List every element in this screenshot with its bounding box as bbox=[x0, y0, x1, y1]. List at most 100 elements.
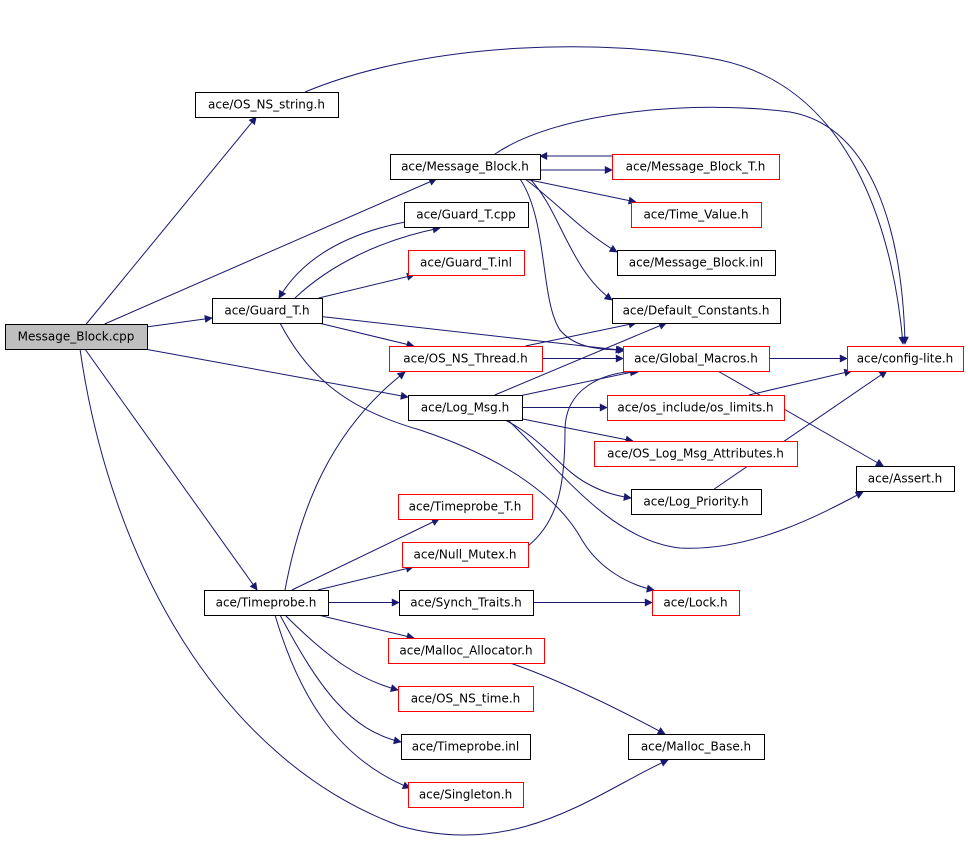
node-null-mutex-h[interactable]: ace/Null_Mutex.h bbox=[402, 542, 529, 568]
node-box[interactable] bbox=[612, 298, 781, 324]
edge-log-msg-h-to-assert-h bbox=[507, 419, 864, 549]
node-label: ace/Timeprobe_T.h bbox=[409, 500, 522, 514]
node-box[interactable] bbox=[399, 590, 534, 616]
node-message-block-inl[interactable]: ace/Message_Block.inl bbox=[617, 250, 776, 276]
node-box[interactable] bbox=[631, 489, 762, 515]
node-timeprobe-t-h[interactable]: ace/Timeprobe_T.h bbox=[398, 494, 533, 520]
edge-timeprobe-h-to-timeprobe-t-h bbox=[291, 518, 440, 591]
node-os-limits-h[interactable]: ace/os_include/os_limits.h bbox=[607, 395, 785, 421]
node-message-block-t-h[interactable]: ace/Message_Block_T.h bbox=[612, 154, 780, 180]
node-box[interactable] bbox=[388, 638, 545, 664]
edge-guard-t-h-to-os-ns-thread-h bbox=[318, 322, 415, 349]
node-box[interactable] bbox=[212, 298, 323, 324]
node-config-lite-h[interactable]: ace/config-lite.h bbox=[847, 346, 964, 372]
node-box[interactable] bbox=[195, 92, 339, 118]
node-label: ace/Timeprobe.inl bbox=[412, 740, 519, 754]
edge-log-msg-h-to-global-macros-h bbox=[521, 368, 638, 396]
node-singleton-h[interactable]: ace/Singleton.h bbox=[408, 782, 524, 808]
node-label: ace/Null_Mutex.h bbox=[414, 548, 517, 562]
node-time-value-h[interactable]: ace/Time_Value.h bbox=[631, 202, 762, 228]
node-os-ns-string-h[interactable]: ace/OS_NS_string.h bbox=[195, 92, 339, 118]
node-guard-t-inl[interactable]: ace/Guard_T.inl bbox=[408, 250, 525, 276]
edge-os-limits-h-to-config-lite-h bbox=[748, 368, 853, 396]
edge-message-block-cpp-to-message-block-h bbox=[104, 178, 438, 325]
node-label: ace/Malloc_Base.h bbox=[641, 740, 751, 754]
node-label: ace/Global_Macros.h bbox=[634, 352, 758, 366]
node-box[interactable] bbox=[612, 154, 780, 180]
edge-guard-t-cpp-to-guard-t-h bbox=[278, 221, 406, 299]
node-box[interactable] bbox=[631, 202, 762, 228]
node-label: ace/Synch_Traits.h bbox=[410, 596, 521, 610]
node-box[interactable] bbox=[408, 395, 523, 421]
node-os-log-msg-attributes-h[interactable]: ace/OS_Log_Msg_Attributes.h bbox=[594, 441, 798, 467]
node-malloc-allocator-h[interactable]: ace/Malloc_Allocator.h bbox=[388, 638, 545, 664]
node-box[interactable] bbox=[623, 346, 770, 372]
edge-guard-t-h-to-guard-t-cpp bbox=[294, 225, 441, 299]
node-label: ace/config-lite.h bbox=[857, 352, 954, 366]
node-label: ace/Assert.h bbox=[868, 472, 943, 486]
edge-message-block-cpp-to-guard-t-h bbox=[146, 314, 213, 328]
edge-log-priority-h-to-config-lite-h bbox=[713, 370, 888, 490]
node-box[interactable] bbox=[398, 686, 534, 712]
node-box[interactable] bbox=[856, 466, 955, 492]
node-label: ace/OS_NS_time.h bbox=[411, 692, 521, 706]
node-message-block-h[interactable]: ace/Message_Block.h bbox=[390, 154, 541, 180]
node-box[interactable] bbox=[390, 154, 541, 180]
node-timeprobe-inl[interactable]: ace/Timeprobe.inl bbox=[401, 734, 531, 760]
node-default-constants-h[interactable]: ace/Default_Constants.h bbox=[612, 298, 781, 324]
node-label: ace/Timeprobe.h bbox=[216, 596, 317, 610]
edge-log-msg-h-to-log-priority-h bbox=[504, 419, 632, 501]
node-box[interactable] bbox=[847, 346, 964, 372]
node-box[interactable] bbox=[594, 441, 798, 467]
node-assert-h[interactable]: ace/Assert.h bbox=[856, 466, 955, 492]
edge-log-msg-h-to-default-constants-h bbox=[494, 322, 667, 396]
edge-os-ns-thread-h-to-default-constants-h bbox=[525, 320, 637, 347]
node-guard-t-h[interactable]: ace/Guard_T.h bbox=[212, 298, 323, 324]
node-label: ace/Message_Block.h bbox=[401, 160, 529, 174]
node-os-ns-time-h[interactable]: ace/OS_NS_time.h bbox=[398, 686, 534, 712]
node-message-block-cpp[interactable]: Message_Block.cpp bbox=[5, 324, 148, 350]
node-synch-traits-h[interactable]: ace/Synch_Traits.h bbox=[399, 590, 534, 616]
node-label: ace/Message_Block_T.h bbox=[626, 160, 766, 174]
edge-os-ns-string-h-to-config-lite-h bbox=[304, 46, 907, 345]
edge-timeprobe-h-to-malloc-allocator-h bbox=[317, 614, 415, 641]
node-os-ns-thread-h[interactable]: ace/OS_NS_Thread.h bbox=[389, 346, 543, 372]
node-box[interactable] bbox=[408, 782, 524, 808]
edge-timeprobe-h-to-os-ns-time-h bbox=[284, 614, 399, 693]
edge-message-block-cpp-to-timeprobe-h bbox=[84, 348, 258, 591]
node-box[interactable] bbox=[5, 324, 148, 350]
node-lock-h[interactable]: ace/Lock.h bbox=[652, 590, 740, 616]
node-box[interactable] bbox=[652, 590, 740, 616]
edge-timeprobe-h-to-os-ns-thread-h bbox=[284, 371, 406, 591]
node-box[interactable] bbox=[408, 250, 525, 276]
node-label: ace/Lock.h bbox=[663, 596, 727, 610]
node-label: ace/os_include/os_limits.h bbox=[617, 401, 773, 415]
node-label: ace/Log_Priority.h bbox=[643, 495, 748, 509]
edge-global-macros-h-to-assert-h bbox=[717, 370, 884, 467]
node-timeprobe-h[interactable]: ace/Timeprobe.h bbox=[204, 590, 329, 616]
node-log-priority-h[interactable]: ace/Log_Priority.h bbox=[631, 489, 762, 515]
node-label: ace/Guard_T.h bbox=[224, 304, 309, 318]
node-box[interactable] bbox=[617, 250, 776, 276]
node-box[interactable] bbox=[204, 590, 329, 616]
node-box[interactable] bbox=[398, 494, 533, 520]
node-box[interactable] bbox=[628, 734, 765, 760]
edge-message-block-cpp-to-log-msg-h bbox=[144, 348, 409, 400]
node-box[interactable] bbox=[401, 734, 531, 760]
node-guard-t-cpp[interactable]: ace/Guard_T.cpp bbox=[404, 202, 529, 228]
node-malloc-base-h[interactable]: ace/Malloc_Base.h bbox=[628, 734, 765, 760]
node-label: ace/OS_NS_Thread.h bbox=[403, 352, 527, 366]
node-box[interactable] bbox=[404, 202, 529, 228]
edge-log-msg-h-to-os-log-msg-attributes-h bbox=[521, 418, 634, 444]
edge-message-block-h-to-config-lite-h bbox=[494, 106, 909, 345]
edge-message-block-h-to-global-macros-h bbox=[519, 178, 626, 354]
node-label: ace/Default_Constants.h bbox=[623, 304, 770, 318]
edge-timeprobe-h-to-null-mutex-h bbox=[317, 564, 414, 591]
node-label: ace/OS_Log_Msg_Attributes.h bbox=[607, 447, 784, 461]
node-box[interactable] bbox=[389, 346, 543, 372]
node-global-macros-h[interactable]: ace/Global_Macros.h bbox=[623, 346, 770, 372]
node-box[interactable] bbox=[402, 542, 529, 568]
node-log-msg-h[interactable]: ace/Log_Msg.h bbox=[408, 395, 523, 421]
node-box[interactable] bbox=[607, 395, 785, 421]
